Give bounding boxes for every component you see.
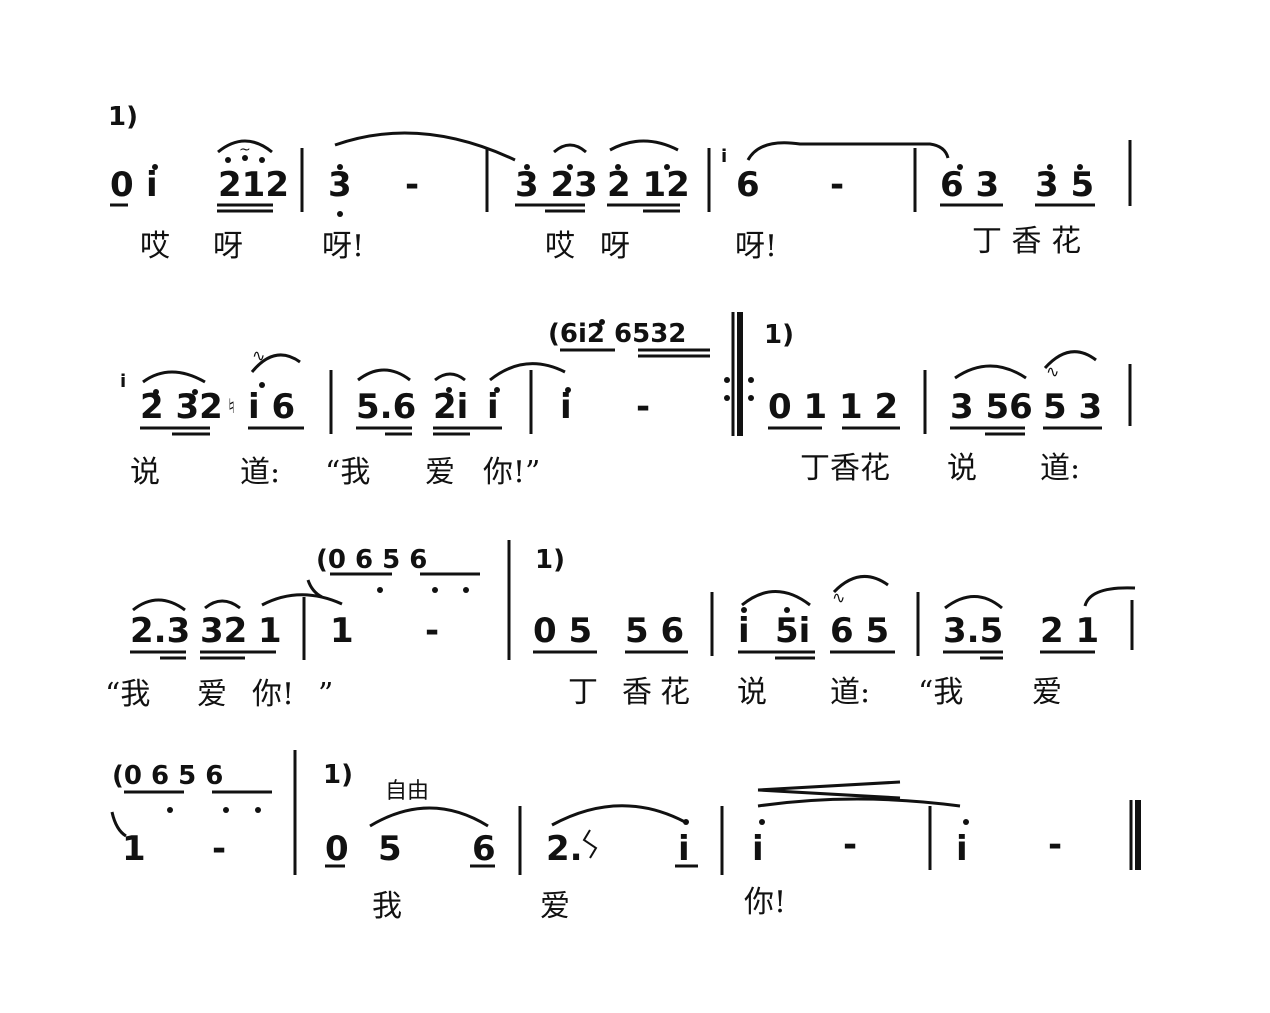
volta-1: 1) (535, 545, 565, 575)
lyric: 丁 香 花 (972, 224, 1082, 259)
note-group: 5.6 (356, 387, 417, 427)
note-group: 0 1 1 2 (768, 387, 899, 427)
lyric: 丁香花 (800, 451, 890, 486)
note-group: 2 1 (1040, 611, 1100, 651)
lyric: 哎 (140, 229, 170, 264)
volta-1: 1) (764, 320, 794, 350)
interlude: (6i2 6532 (548, 319, 687, 349)
lyric: 道: (830, 675, 871, 710)
dash: - (425, 611, 440, 651)
grace-note: i (120, 371, 127, 392)
lyric: 爱 (540, 889, 570, 924)
note-group: 3 5 (1035, 165, 1095, 205)
lyric: 爱 (425, 455, 455, 490)
lyric: 爱 (197, 677, 227, 712)
mordent-mark: ∿ (1046, 362, 1060, 381)
note: 6 (472, 829, 496, 869)
mordent-mark: ∿ (252, 346, 266, 365)
interlude: (0 6 5 6 (316, 545, 428, 575)
lyric: 丁 (568, 675, 598, 710)
note: i (560, 387, 572, 427)
note: i (752, 829, 764, 869)
lyric: 说 (737, 675, 767, 710)
lyric: 你! (252, 677, 295, 712)
note: i (738, 611, 750, 651)
note-group: 2 32 (140, 387, 223, 427)
note: i (956, 829, 968, 869)
note: 3 (328, 165, 352, 205)
note: i (487, 387, 499, 427)
dash: - (1048, 825, 1063, 865)
note-group: 212 (218, 165, 289, 205)
lyric: 你!” (483, 455, 541, 490)
note: i (678, 829, 690, 869)
lyric: 道: (1040, 451, 1081, 486)
tempo-marking: 自由 (385, 779, 430, 804)
lyric: “我 (105, 677, 151, 712)
note: 6 (736, 165, 760, 205)
note-group: 2 12 (607, 165, 690, 205)
dash: - (212, 829, 227, 869)
note-group: 6 5 (830, 611, 890, 651)
note-group: 3 23 (515, 165, 598, 205)
volta-1: 1) (323, 760, 353, 790)
lyric: 呀! (735, 229, 778, 264)
mordent-mark: ∿ (832, 588, 846, 607)
lyric: “我 (918, 675, 964, 710)
note-group: 2i (433, 387, 469, 427)
interlude: (0 6 5 6 (112, 761, 224, 791)
note: i (146, 165, 158, 205)
lyric: 香 (622, 675, 652, 710)
lyric: 你! (744, 885, 787, 920)
note-group: 5 3 (1043, 387, 1103, 427)
note-group: 2.3 (130, 611, 191, 651)
lyric: ” (318, 677, 334, 712)
lyric: 花 (660, 675, 690, 710)
grace-note: i (721, 146, 728, 167)
lyric: 呀 (600, 229, 630, 264)
note-group: 0 5 (533, 611, 593, 651)
dash: - (843, 825, 858, 865)
dash: - (830, 165, 845, 205)
volta-1: 1) (108, 102, 138, 132)
note-group: 32 (200, 611, 248, 651)
note: 0 (325, 829, 349, 869)
note: 1 (330, 611, 354, 651)
note: 1 (122, 829, 146, 869)
note-group: 5i (775, 611, 811, 651)
dash: - (405, 165, 420, 205)
lyric: 呀! (322, 229, 365, 264)
note: 0 (110, 165, 134, 205)
natural-sign: ♮ (228, 394, 236, 418)
note: 5 (378, 829, 402, 869)
note-group: 3.5 (943, 611, 1004, 651)
note: 1 (258, 611, 282, 651)
lyric: 爱 (1032, 675, 1062, 710)
lyric: 说 (130, 455, 160, 490)
dash: - (636, 387, 651, 427)
note-group: 6 3 (940, 165, 1000, 205)
note-group: 5 6 (625, 611, 685, 651)
note-group: i 6 (248, 387, 296, 427)
lyric: 哎 (545, 229, 575, 264)
note-group: 3 56 (950, 387, 1033, 427)
lyric: 说 (947, 451, 977, 486)
turn-mark: ~ (239, 142, 251, 158)
lyric: 呀 (213, 229, 243, 264)
lyric: 道: (240, 455, 281, 490)
note: 2. (546, 829, 583, 869)
lyric: 我 (372, 889, 402, 924)
lyric: “我 (325, 455, 371, 490)
